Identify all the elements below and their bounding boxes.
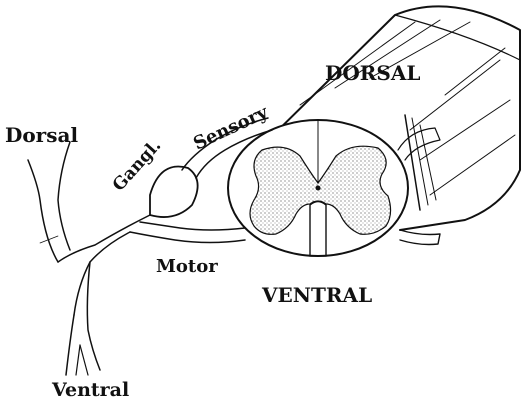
label-dorsal-cord: DORSAL — [325, 61, 420, 85]
label-ventral-root: Ventral — [51, 379, 129, 401]
label-ventral-cord: VENTRAL — [261, 283, 372, 307]
ganglion — [150, 167, 198, 218]
label-ganglion: Gangl. — [109, 136, 165, 196]
label-dorsal-root: Dorsal — [5, 123, 78, 147]
central-canal — [316, 186, 321, 191]
label-motor: Motor — [156, 256, 218, 277]
